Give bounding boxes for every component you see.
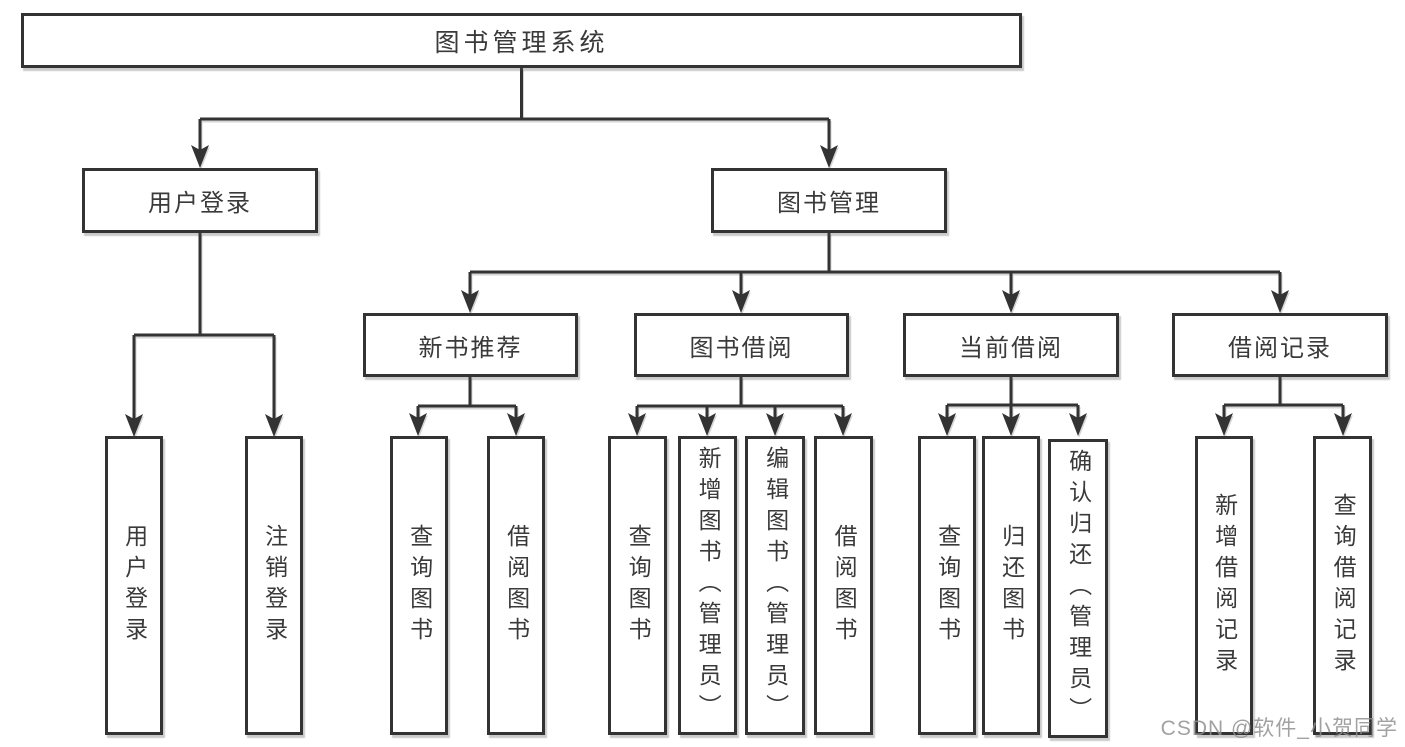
leaf-records-add-record: 新增借阅记录 <box>1195 436 1253 735</box>
node-label: 查询图书 <box>934 523 961 648</box>
node-label: 查询借阅记录 <box>1330 492 1357 679</box>
leaf-borrow-query-books: 查询图书 <box>608 436 667 735</box>
node-label: 借阅图书 <box>503 523 530 648</box>
arrowheads <box>125 145 1352 437</box>
node-label: 新增借阅记录 <box>1211 492 1238 679</box>
leaf-recommend-borrow-books: 借阅图书 <box>487 436 545 735</box>
node-label: 当前借阅 <box>959 334 1063 362</box>
node-label: 确认归还（管理员） <box>1065 449 1092 728</box>
node-library-management-system: 图书管理系统 <box>21 13 1022 68</box>
node-label: 图书管理 <box>777 190 881 217</box>
leaf-current-return-books: 归还图书 <box>982 436 1040 735</box>
node-label: 查询图书 <box>625 523 652 648</box>
node-label: 用户登录 <box>121 523 148 648</box>
leaf-borrow-borrow-books: 借阅图书 <box>814 436 873 735</box>
node-label: 借阅记录 <box>1228 334 1332 362</box>
node-label: 图书借阅 <box>689 334 794 362</box>
leaf-borrow-add-books-admin: 新增图书（管理员） <box>678 436 737 735</box>
node-label: 新增图书（管理员） <box>695 446 722 725</box>
leaf-current-confirm-return-admin: 确认归还（管理员） <box>1048 439 1108 738</box>
node-book-management: 图书管理 <box>711 168 947 233</box>
leaf-user-login: 用户登录 <box>105 436 163 735</box>
node-label: 用户登录 <box>148 190 252 217</box>
leaf-borrow-edit-books-admin: 编辑图书（管理员） <box>745 436 805 735</box>
node-book-borrow: 图书借阅 <box>634 313 849 377</box>
node-borrow-records: 借阅记录 <box>1172 313 1388 377</box>
leaf-recommend-query-books: 查询图书 <box>390 436 448 735</box>
node-label: 注销登录 <box>261 523 288 648</box>
leaf-logout-login: 注销登录 <box>245 436 303 735</box>
node-label: 编辑图书（管理员） <box>762 446 789 725</box>
node-label: 查询图书 <box>406 523 433 648</box>
node-current-borrow: 当前借阅 <box>903 313 1119 377</box>
node-user-login: 用户登录 <box>82 168 318 233</box>
node-label: 借阅图书 <box>831 523 858 648</box>
node-label: 图书管理系统 <box>434 28 609 57</box>
node-label: 归还图书 <box>998 523 1025 648</box>
leaf-records-query-record: 查询借阅记录 <box>1313 436 1372 735</box>
node-new-book-recommend: 新书推荐 <box>363 313 578 377</box>
node-label: 新书推荐 <box>418 334 523 362</box>
leaf-current-query-books: 查询图书 <box>918 436 976 735</box>
